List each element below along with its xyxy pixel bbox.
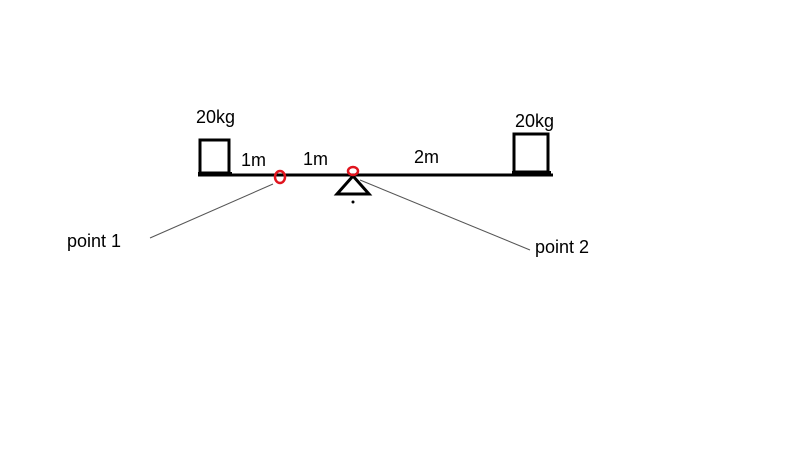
point-1-leader-line	[149, 183, 274, 239]
right-mass-box	[512, 132, 550, 174]
point-2-leader-line	[359, 179, 531, 251]
left-inner-distance-label: 1m	[303, 149, 328, 169]
left-mass-box	[198, 138, 231, 175]
left-outer-distance-label: 1m	[241, 150, 266, 170]
right-distance-label: 2m	[414, 147, 439, 167]
fulcrum-dot	[351, 200, 355, 204]
right-mass-label: 20kg	[515, 111, 554, 131]
point-1-label: point 1	[67, 231, 121, 251]
fulcrum-triangle	[333, 173, 373, 196]
point-2-marker	[346, 165, 360, 177]
point-1-marker	[273, 169, 287, 185]
left-mass-label: 20kg	[196, 107, 235, 127]
point-2-label: point 2	[535, 237, 589, 257]
